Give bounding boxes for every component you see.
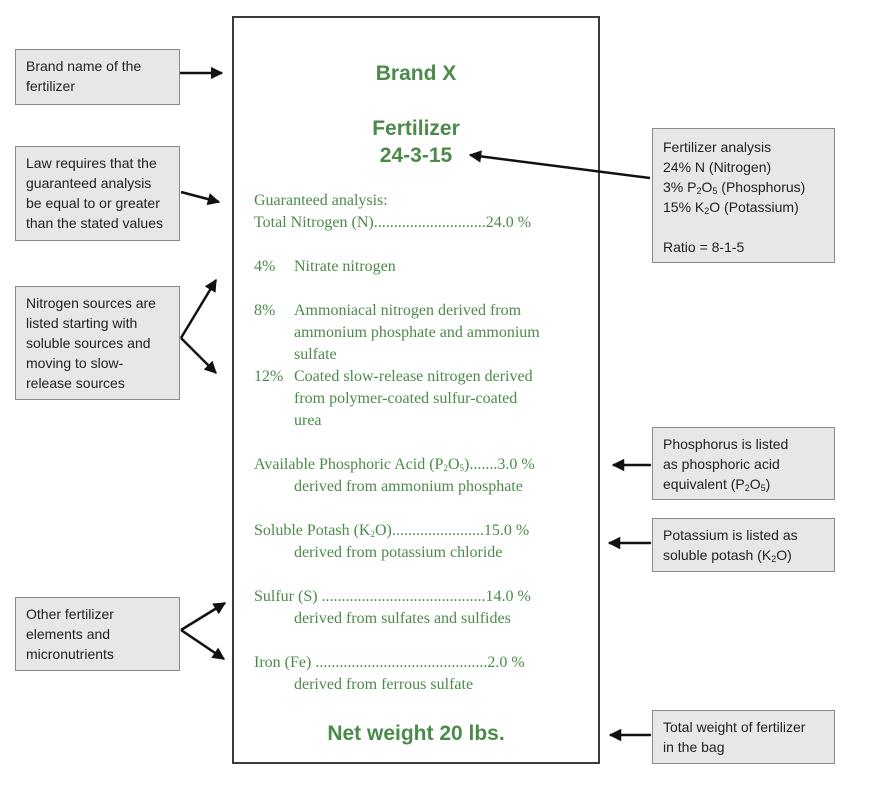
callout-text: fertilizer — [26, 78, 76, 94]
phosphoric-acid-source: derived from ammonium phosphate — [294, 478, 523, 495]
arrow-other-up — [180, 601, 227, 632]
callout-text: guaranteed analysis — [26, 175, 152, 191]
nitrate-text: Nitrate nitrogen — [294, 258, 396, 275]
callout-text: moving to slow- — [26, 355, 124, 371]
callout-text: Law requires that the — [26, 155, 157, 171]
callout-text: in the bag — [663, 739, 725, 755]
potash-line: Soluble Potash (K2O)....................… — [254, 522, 530, 539]
callout-other-elements: Other fertilizer elements and micronutri… — [15, 597, 180, 671]
brand-name: Brand X — [375, 62, 457, 85]
coated-line: urea — [294, 412, 322, 429]
callout-potassium-note: Potassium is listed as soluble potash (K… — [652, 518, 835, 572]
potash-entry: Soluble Potash (K2O)....................… — [254, 520, 584, 564]
net-weight: Net weight 20 lbs. — [327, 722, 505, 745]
callout-text: elements and — [26, 626, 111, 642]
analysis-phosphorus: 3% P2O5 (Phosphorus) — [663, 179, 806, 196]
callout-text: listed starting with — [26, 315, 138, 331]
analysis-title: Fertilizer analysis — [663, 139, 772, 155]
callout-text: Phosphorus is listed — [663, 436, 789, 452]
iron-source: derived from ferrous sulfate — [294, 676, 474, 693]
callout-fertilizer-analysis: Fertilizer analysis 24% N (Nitrogen) 3% … — [652, 128, 835, 263]
sulfur-entry: Sulfur (S) .............................… — [254, 586, 584, 630]
iron-entry: Iron (Fe) ..............................… — [254, 652, 584, 696]
total-nitrogen-line: Total Nitrogen (N)......................… — [254, 214, 532, 231]
analysis-ratio: Ratio = 8-1-5 — [663, 239, 745, 255]
phosphoric-acid-line: Available Phosphoric Acid (P2O5).......3… — [254, 456, 535, 473]
analysis-potassium: 15% K2O (Potassium) — [663, 199, 799, 216]
callout-text: as phosphoric acid — [663, 456, 780, 472]
guaranteed-heading: Guaranteed analysis: — [254, 192, 388, 209]
coated-entry: 12%Coated slow-release nitrogen derived … — [254, 366, 584, 432]
callout-text: Other fertilizer — [26, 606, 114, 622]
arrow-law — [180, 190, 221, 206]
callout-phosphorus-note: Phosphorus is listed as phosphoric acid … — [652, 427, 835, 500]
arrow-nitrogen-up — [179, 278, 218, 339]
callout-text: Nitrogen sources are — [26, 295, 156, 311]
analysis-nitrogen: 24% N (Nitrogen) — [663, 159, 772, 175]
ammoniacal-percent: 8% — [254, 302, 276, 319]
coated-line: from polymer-coated sulfur-coated — [294, 390, 518, 407]
callout-text: micronutrients — [26, 646, 114, 662]
callout-text: than the stated values — [26, 215, 163, 231]
callout-text: release sources — [26, 375, 125, 391]
ammoniacal-entry: 8% Ammoniacal nitrogen derived from ammon… — [254, 300, 584, 366]
potash-source: derived from potassium chloride — [294, 544, 503, 561]
arrow-analysis — [468, 150, 651, 180]
guaranteed-analysis: Guaranteed analysis: Total Nitrogen (N).… — [254, 190, 584, 234]
phosphoric-acid-entry: Available Phosphoric Acid (P2O5).......3… — [254, 454, 584, 498]
callout-text: soluble sources and — [26, 335, 151, 351]
coated-line: Coated slow-release nitrogen derived — [294, 368, 533, 385]
sulfur-source: derived from sulfates and sulfides — [294, 610, 511, 627]
fertilizer-grade: 24-3-15 — [379, 144, 453, 167]
ammoniacal-line: Ammoniacal nitrogen derived from — [294, 302, 522, 319]
fertilizer-label: Brand X Fertilizer 24-3-15 Guaranteed an… — [232, 16, 600, 764]
callout-text: soluble potash (K2O) — [663, 547, 792, 564]
arrow-other-down — [180, 628, 226, 661]
callout-text: Potassium is listed as — [663, 527, 798, 543]
callout-law-requirement: Law requires that the guaranteed analysi… — [15, 146, 180, 241]
sulfur-line: Sulfur (S) .............................… — [254, 588, 531, 605]
ammoniacal-line: sulfate — [294, 346, 337, 363]
callout-brand-name: Brand name of the fertilizer — [15, 49, 180, 105]
callout-text: Brand name of the — [26, 58, 142, 74]
callout-text: equivalent (P2O5) — [663, 476, 771, 493]
product-name: Fertilizer — [372, 117, 460, 140]
arrow-nitrogen-down — [180, 337, 217, 374]
callout-nitrogen-sources: Nitrogen sources are listed starting wit… — [15, 286, 180, 400]
callout-total-weight: Total weight of fertilizer in the bag — [652, 710, 835, 764]
nitrate-entry: 4% Nitrate nitrogen — [254, 256, 584, 278]
iron-line: Iron (Fe) ..............................… — [254, 654, 525, 671]
nitrate-percent: 4% — [254, 258, 276, 275]
ammoniacal-line: ammonium phosphate and ammonium — [294, 324, 540, 341]
callout-text: be equal to or greater — [26, 195, 160, 211]
coated-percent: 12% — [254, 368, 284, 385]
callout-text: Total weight of fertilizer — [663, 719, 806, 735]
